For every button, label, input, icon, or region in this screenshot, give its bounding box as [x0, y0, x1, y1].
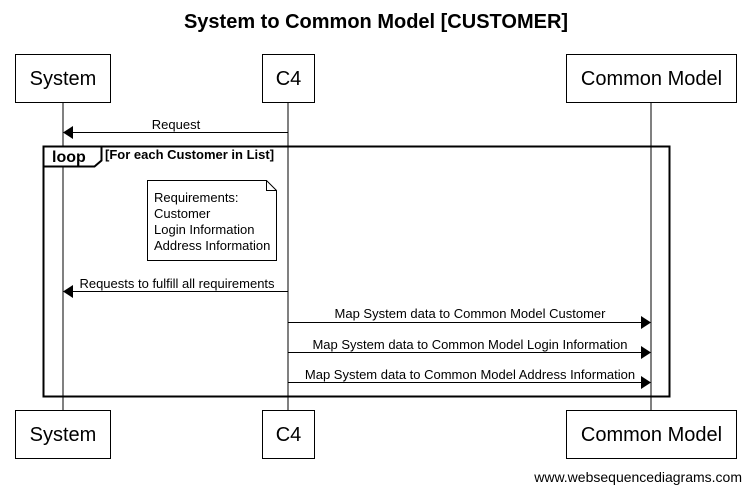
- actor-box-common-model-top: Common Model: [566, 54, 737, 103]
- arrowhead-icon: [63, 285, 73, 298]
- diagram-title: System to Common Model [CUSTOMER]: [184, 11, 568, 33]
- requirements-note: Requirements: Customer Login Information…: [147, 180, 277, 261]
- actor-box-system-top: System: [15, 54, 111, 103]
- message-label: Map System data to Common Model Address …: [305, 367, 635, 382]
- arrowhead-icon: [641, 316, 651, 329]
- actor-label: Common Model: [581, 424, 722, 446]
- actor-label: Common Model: [581, 68, 722, 90]
- message-map-login: Map System data to Common Model Login In…: [288, 337, 651, 359]
- actor-label: C4: [276, 68, 302, 90]
- watermark-link[interactable]: www.websequencediagrams.com: [533, 469, 742, 485]
- loop-condition: [For each Customer in List]: [105, 147, 274, 162]
- note-line: Login Information: [154, 222, 254, 237]
- actor-box-common-model-bottom: Common Model: [566, 410, 737, 459]
- message-label: Map System data to Common Model Customer: [335, 306, 607, 321]
- note-fold-icon: [266, 180, 277, 191]
- loop-frame: loop [For each Customer in List]: [42, 145, 671, 398]
- loop-keyword: loop: [52, 149, 86, 166]
- actor-box-c4-top: C4: [262, 54, 315, 103]
- message-label: Request: [152, 117, 201, 132]
- message-label: Requests to fulfill all requirements: [79, 276, 275, 291]
- actor-label: System: [30, 424, 97, 446]
- actor-label: C4: [276, 424, 302, 446]
- arrowhead-icon: [641, 346, 651, 359]
- arrowhead-icon: [641, 376, 651, 389]
- actor-box-c4-bottom: C4: [262, 410, 315, 459]
- message-map-customer: Map System data to Common Model Customer: [288, 306, 651, 329]
- message-label: Map System data to Common Model Login In…: [312, 337, 627, 352]
- note-line: Customer: [154, 206, 211, 221]
- actor-box-system-bottom: System: [15, 410, 111, 459]
- arrowhead-icon: [63, 126, 73, 139]
- note-line: Address Information: [154, 238, 270, 253]
- note-line: Requirements:: [154, 190, 239, 205]
- loop-tab: [42, 145, 103, 168]
- message-requests-fulfill: Requests to fulfill all requirements: [63, 276, 288, 298]
- message-map-address: Map System data to Common Model Address …: [288, 367, 651, 389]
- actor-label: System: [30, 68, 97, 90]
- message-request: Request: [63, 117, 288, 139]
